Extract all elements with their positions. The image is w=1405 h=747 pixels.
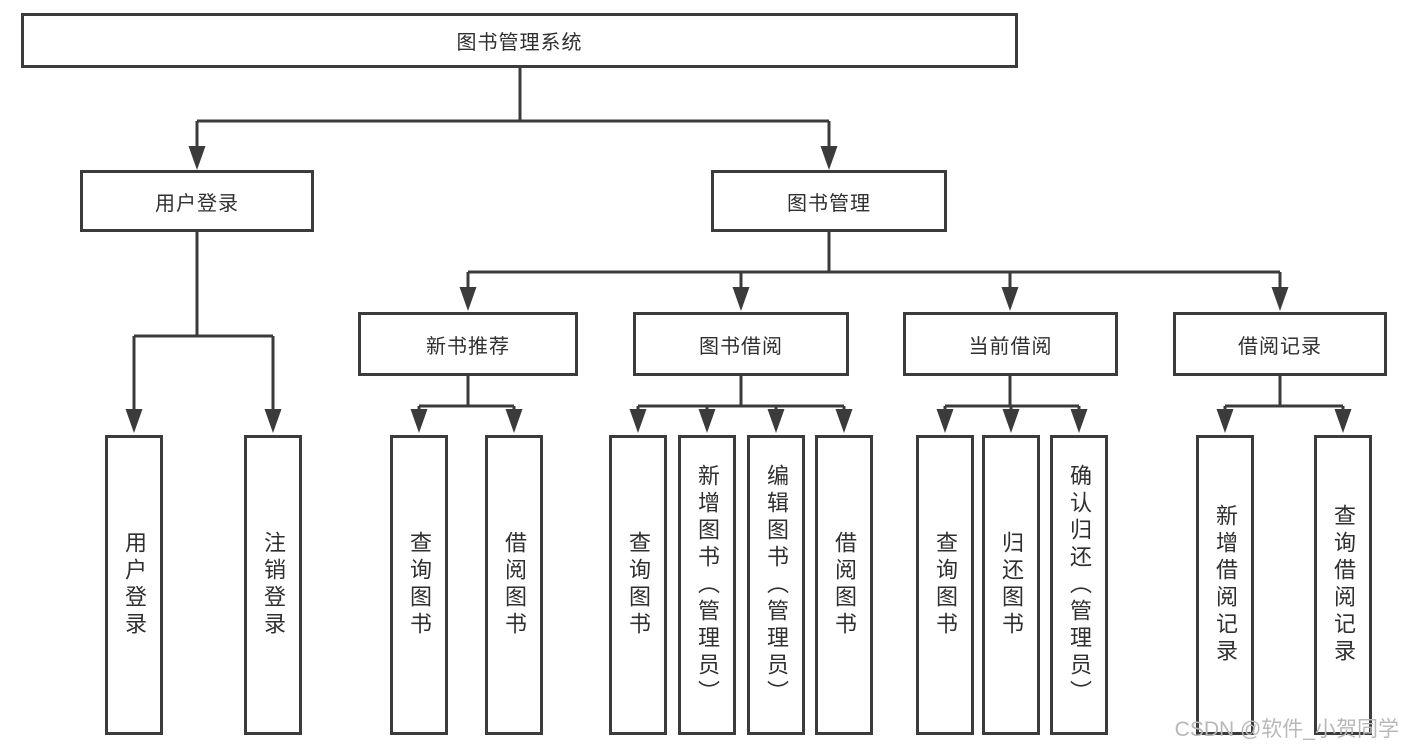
leaf-borrowing-edit-books-admin: 编辑图书（管理员） <box>747 435 805 735</box>
leaf-label: 查询借阅记录 <box>1331 504 1356 666</box>
leaf-label: 新增借阅记录 <box>1213 504 1238 666</box>
leaf-current-confirm-return-admin: 确认归还（管理员） <box>1050 435 1108 735</box>
leaf-label: 新增图书（管理员） <box>695 463 720 707</box>
leaf-label: 查询图书 <box>933 531 958 639</box>
node-label: 新书推荐 <box>426 335 510 358</box>
leaf-records-query-record: 查询借阅记录 <box>1314 435 1372 735</box>
node-current-borrowing: 当前借阅 <box>903 312 1118 376</box>
node-user-login: 用户登录 <box>80 170 314 232</box>
leaf-logout: 注销登录 <box>244 435 302 735</box>
leaf-user-login: 用户登录 <box>105 435 163 735</box>
leaf-label: 查询图书 <box>407 531 432 639</box>
arrowheads <box>125 146 1352 433</box>
leaf-current-return-books: 归还图书 <box>982 435 1040 735</box>
leaf-label: 借阅图书 <box>502 531 527 639</box>
node-label: 图书借阅 <box>699 335 783 358</box>
leaf-current-query-books: 查询图书 <box>916 435 974 735</box>
leaf-label: 确认归还（管理员） <box>1067 463 1092 707</box>
leaf-label: 用户登录 <box>122 531 147 639</box>
csdn-watermark: CSDN @软件_小贺同学 <box>1174 718 1399 741</box>
leaf-label: 借阅图书 <box>832 531 857 639</box>
node-borrowing-records: 借阅记录 <box>1173 312 1387 376</box>
node-new-book-recommend: 新书推荐 <box>358 312 578 376</box>
leaf-newbook-borrow-books: 借阅图书 <box>485 435 543 735</box>
leaf-label: 注销登录 <box>261 531 286 639</box>
leaf-label: 查询图书 <box>626 531 651 639</box>
leaf-borrowing-borrow-books: 借阅图书 <box>815 435 873 735</box>
node-label: 图书管理系统 <box>456 32 583 54</box>
node-library-management-system: 图书管理系统 <box>21 13 1018 68</box>
node-label: 用户登录 <box>155 192 239 215</box>
leaf-borrowing-add-books-admin: 新增图书（管理员） <box>678 435 736 735</box>
leaf-newbook-query-books: 查询图书 <box>390 435 448 735</box>
node-label: 图书管理 <box>787 192 871 215</box>
node-book-borrowing: 图书借阅 <box>633 312 849 376</box>
leaf-borrowing-query-books: 查询图书 <box>609 435 667 735</box>
leaf-label: 编辑图书（管理员） <box>764 463 789 707</box>
node-label: 借阅记录 <box>1238 335 1322 358</box>
node-book-management: 图书管理 <box>711 170 947 232</box>
leaf-records-add-record: 新增借阅记录 <box>1196 435 1254 735</box>
node-label: 当前借阅 <box>968 335 1053 358</box>
leaf-label: 归还图书 <box>999 531 1024 639</box>
